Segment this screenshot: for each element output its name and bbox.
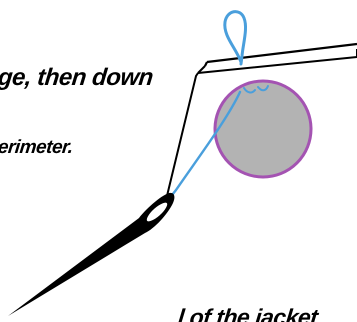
needle-icon [8, 192, 175, 316]
fabric-edge [165, 42, 357, 201]
instruction-text-line-1: ge, then down [0, 64, 155, 91]
instruction-text-line-2: erimeter. [0, 137, 74, 158]
button-icon [213, 79, 313, 179]
instruction-text-line-3: l of the jacket [176, 304, 319, 322]
